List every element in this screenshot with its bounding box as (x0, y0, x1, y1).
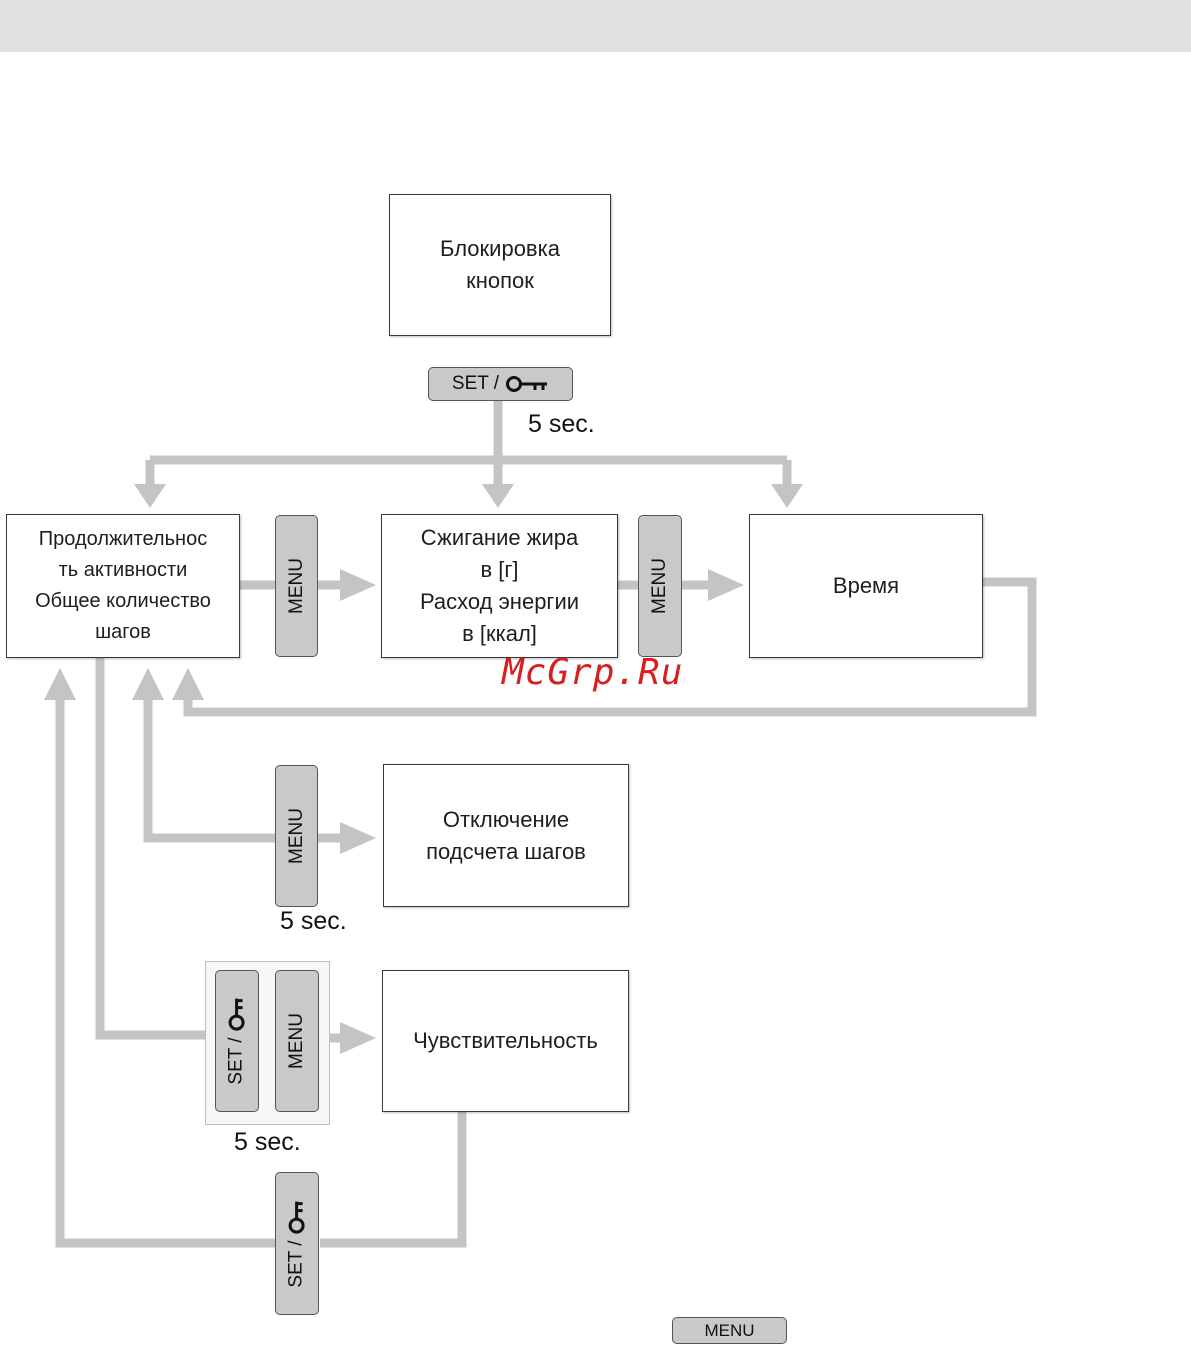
arrow-up-icon (44, 668, 76, 700)
fat-burn-box: Сжигание жира в [г] Расход энергии в [кк… (381, 514, 618, 658)
stepoff-line-2: подсчета шагов (426, 836, 586, 868)
lock-line-2: кнопок (440, 265, 560, 297)
stepoff-line-1: Отключение (426, 804, 586, 836)
key-icon (505, 374, 549, 394)
menu-button-4[interactable]: MENU (275, 970, 319, 1112)
sensitivity-box: Чувствительность (382, 970, 629, 1112)
menu-label-1: MENU (286, 558, 308, 614)
activity-line-2: ть активности (35, 555, 211, 586)
fat-line-1: Сжигание жира (420, 522, 579, 554)
arrow-down-icon (482, 484, 514, 508)
hold-5sec-top: 5 sec. (528, 410, 595, 439)
time-box: Время (749, 514, 983, 658)
watermark-text: McGrp.Ru (502, 652, 683, 693)
menu-label-small: MENU (704, 1321, 754, 1341)
line-stepoff-loop (148, 700, 275, 838)
fat-line-2: в [г] (420, 554, 579, 586)
activity-line-3: Общее количество (35, 586, 211, 617)
arrow-up-icon (132, 668, 164, 700)
set-key-button-vertical-1[interactable]: SET / (215, 970, 259, 1112)
activity-line-1: Продолжительнос (35, 524, 211, 555)
set-key-label: SET / (452, 373, 499, 395)
menu-button-1[interactable]: MENU (275, 515, 318, 657)
arrow-up-icon (172, 668, 204, 700)
fat-line-4: в [ккал] (420, 618, 579, 650)
lock-buttons-box: Блокировка кнопок (389, 194, 611, 336)
arrow-down-icon (134, 484, 166, 508)
menu-button-2[interactable]: MENU (638, 515, 682, 657)
key-icon (227, 997, 247, 1031)
key-icon (287, 1200, 307, 1234)
lock-line-1: Блокировка (440, 233, 560, 265)
arrow-down-icon (771, 484, 803, 508)
set-label-vertical-1: SET / (226, 1037, 248, 1084)
menu-label-4: MENU (286, 1013, 308, 1069)
arrow-right-icon (340, 1022, 376, 1054)
arrow-right-icon (340, 569, 376, 601)
time-label: Время (833, 570, 899, 602)
set-key-button[interactable]: SET / (428, 367, 573, 401)
activity-line-4: шагов (35, 617, 211, 648)
set-key-button-vertical-2[interactable]: SET / (275, 1172, 319, 1315)
activity-box: Продолжительнос ть активности Общее коли… (6, 514, 240, 658)
menu-button-small[interactable]: MENU (672, 1317, 787, 1344)
sensitivity-label: Чувствительность (413, 1025, 598, 1057)
menu-label-3: MENU (286, 808, 308, 864)
line-sens-return (320, 1112, 462, 1243)
menu-button-3[interactable]: MENU (275, 765, 318, 907)
step-off-box: Отключение подсчета шагов (383, 764, 629, 907)
fat-line-3: Расход энергии (420, 586, 579, 618)
menu-label-2: MENU (649, 558, 671, 614)
hold-5sec-middle: 5 sec. (280, 907, 347, 936)
set-label-vertical-2: SET / (286, 1240, 308, 1287)
arrow-right-icon (340, 822, 376, 854)
arrow-right-icon (708, 569, 744, 601)
hold-5sec-bottom: 5 sec. (234, 1128, 301, 1157)
